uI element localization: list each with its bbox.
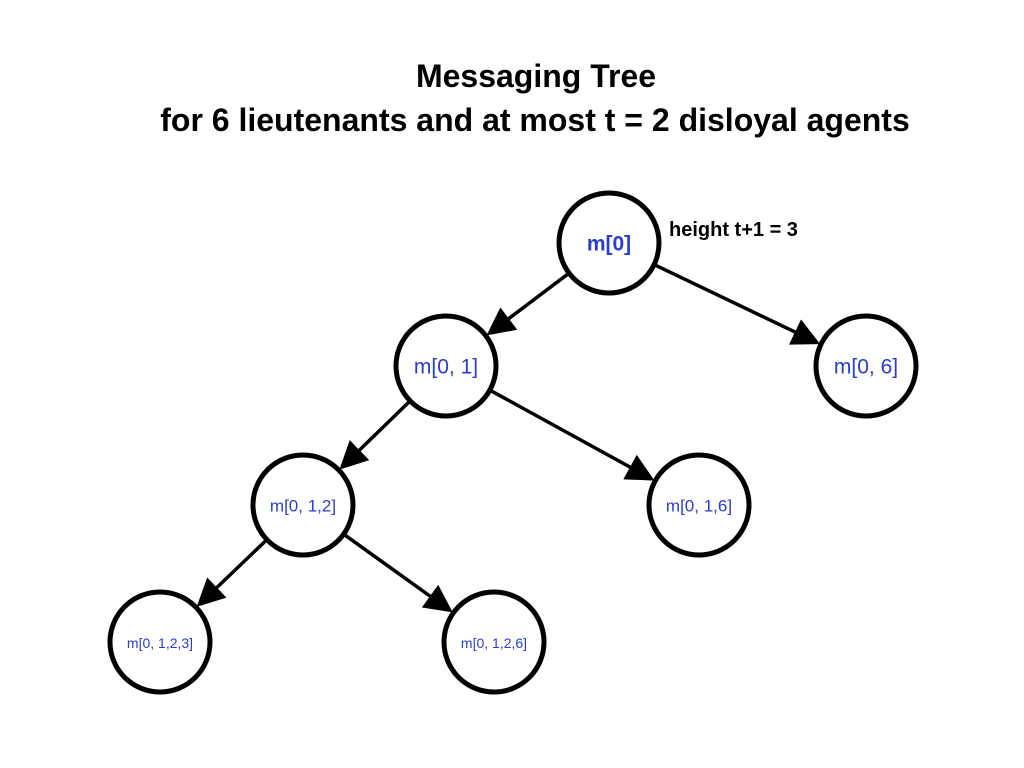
node-circle	[250, 452, 356, 558]
edge-arrow-n01-to-n016	[490, 389, 655, 481]
tree-node-root: m[0]	[556, 190, 662, 296]
node-circle	[441, 589, 547, 695]
edge-arrow-n012-to-n0126	[344, 533, 453, 613]
edge-arrow-n01-to-n012	[339, 400, 410, 470]
diagram-title: Messaging Tree	[415, 58, 657, 94]
diagram-subtitle: for 6 lieutenants and at most t = 2 disl…	[160, 102, 910, 138]
node-label: m[0, 1]	[414, 356, 478, 379]
tree-node-n0123: m[0, 1,2,3]	[107, 589, 213, 695]
tree-node-n016: m[0, 1,6]	[646, 452, 752, 558]
node-label: m[0, 1,2,3]	[127, 635, 193, 651]
edge-arrow-root-to-n06	[655, 263, 821, 345]
node-label: m[0]	[587, 233, 631, 256]
node-circle	[556, 190, 662, 296]
node-circle	[107, 589, 213, 695]
node-circle	[393, 313, 499, 419]
node-label: m[0, 1,2,6]	[461, 635, 527, 651]
edge-arrow-root-to-n01	[486, 272, 569, 336]
node-circle	[646, 452, 752, 558]
edge-arrow-n012-to-n0123	[196, 539, 267, 607]
tree-node-n0126: m[0, 1,2,6]	[441, 589, 547, 695]
tree-nodes: m[0] m[0, 1] m[0, 6] m[0, 1,2] m[0, 1,6] m[0,…	[107, 190, 919, 695]
tree-node-n01: m[0, 1]	[393, 313, 499, 419]
tree-node-n06: m[0, 6]	[813, 313, 919, 419]
node-label: m[0, 1,6]	[666, 497, 732, 516]
node-label: m[0, 1,2]	[270, 497, 336, 516]
node-circle	[813, 313, 919, 419]
node-label: m[0, 6]	[834, 356, 898, 379]
height-annotation: height t+1 = 3	[669, 219, 798, 241]
tree-edges	[196, 263, 821, 613]
tree-node-n012: m[0, 1,2]	[250, 452, 356, 558]
